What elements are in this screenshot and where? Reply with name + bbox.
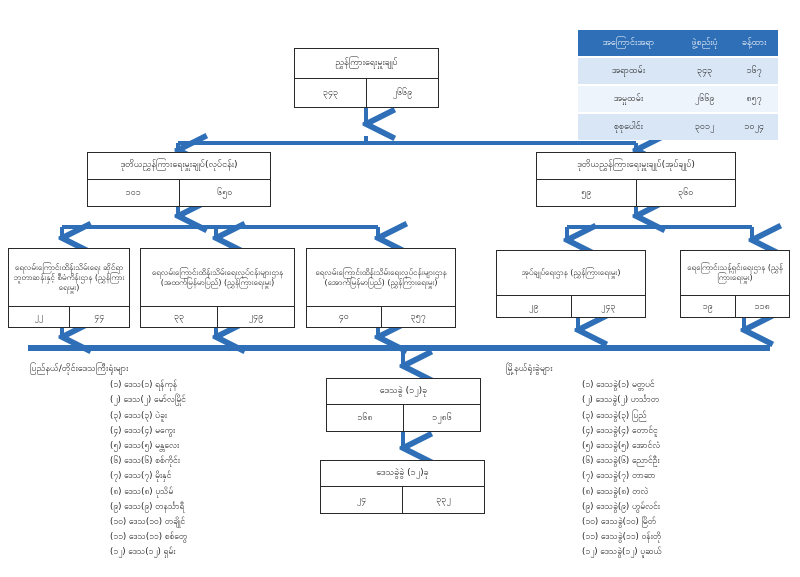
- box-title: ရေလမ်းကြောင်းထိန်းသိမ်းရေး ဆိုင်ရာ ဘူတာဆ…: [9, 249, 129, 307]
- branch-box: ရေလမ်းကြောင်းထိန်းသိမ်းရေးလုပ်ငန်းများဌာ…: [140, 248, 295, 328]
- box-title: အုပ်ချုပ်ရေးဌာန (ညွှန်ကြားရေးမှူး): [497, 251, 645, 296]
- table-header: ဖွဲ့စည်းပုံ: [678, 30, 731, 57]
- branch-box: ရေကြောင်းသန့်ရှင်းရေးဌာန (ညွှန်ကြားရေးမှ…: [680, 250, 790, 318]
- officer-count: ၂၂: [34, 312, 44, 322]
- list-item: (၃) ဒေသ(၃) ပဲခူး: [110, 410, 167, 421]
- deputy-dg-admin-box: ဒုတိယညွှန်ကြားရေးမှူးချုပ်(အုပ်ချုပ်) ၅၉…: [536, 152, 736, 207]
- table-row: အရာထမ်း ၃၄၃ ၁၆၇: [578, 56, 778, 85]
- list-item: (၉) ဒေသ(၉) တနင်္သာရီ: [110, 501, 185, 512]
- list-item: (၅) ဒေသခွဲ(၅) အောင်လံ: [582, 441, 661, 452]
- table-cell: အရာထမ်း: [578, 56, 679, 85]
- box-title: ဒုတိယညွှန်ကြားရေးမှူးချုပ်(လုပ်ငန်း): [88, 153, 270, 180]
- list-heading: ပြည်နယ်/တိုင်းဒေသကြီးရုံးများ: [30, 364, 129, 374]
- table-cell: ၃၄၃: [678, 56, 731, 85]
- table-cell: ၈၅၇: [730, 84, 778, 113]
- staff-count: ၃၆၀: [635, 180, 736, 207]
- township-offices-list: မြို့နယ်ရုံးခွဲများ (၁) ဒေသခွဲ(၁) မတ္တပင…: [506, 362, 662, 561]
- subdivision-box: ဒေသခွဲခွဲ (၁၂)ခု ၂၄ ၃၃၂: [320, 460, 485, 514]
- officer-count: ၂၄: [356, 495, 367, 505]
- list-item: (၂) ဒေသခွဲ(၂) ဟင်္သာတ: [582, 395, 660, 406]
- staff-count: ၆၅၀: [178, 180, 271, 207]
- table-cell: ၃၀၁၂: [678, 112, 731, 140]
- table-row: စုစုပေါင်း ၃၀၁၂ ၁၀၂၄: [578, 112, 778, 140]
- list-item: (၆) ဒေသခွဲ(၆) ညောင်ဦး: [582, 456, 660, 467]
- list-item: (၆) ဒေသ(၆) စစ်ကိုင်း: [110, 456, 180, 467]
- table-header-row: အကြောင်းအရာ ဖွဲ့စည်းပုံ ခန့်ထား: [578, 30, 778, 57]
- list-item: (၈) ဒေသခွဲ(၈) တလဲ: [582, 486, 649, 497]
- list-item: (၁၀) ဒေသခွဲ(၁၀) မြိတ်: [582, 517, 657, 528]
- box-title: ဒုတိယညွှန်ကြားရေးမှူးချုပ်(အုပ်ချုပ်): [537, 153, 735, 180]
- list-item: (၈) ဒေသ(၈) ပုသိမ်: [110, 486, 174, 497]
- officer-count: ၁၉: [702, 301, 713, 312]
- staff-count: ၂၄၃: [570, 296, 646, 318]
- deputy-dg-operations-box: ဒုတိယညွှန်ကြားရေးမှူးချုပ်(လုပ်ငန်း) ၁၀၁…: [87, 152, 271, 207]
- officer-count: ၁၆၈: [357, 413, 373, 423]
- regional-offices-list: ပြည်နယ်/တိုင်းဒေသကြီးရုံးများ (၁) ဒေသ(၁)…: [30, 362, 187, 561]
- table-cell: ၂၆၆၉: [678, 84, 731, 113]
- horizontal-bar: [28, 345, 770, 351]
- director-general-box: ညွှန်ကြားရေးမှူးချုပ် ၃၄၃ ၂၆၆၉: [294, 48, 439, 108]
- table-header: ခန့်ထား: [730, 30, 778, 57]
- officer-count: ၅၉: [581, 188, 592, 198]
- officer-count: ၄၀: [338, 312, 349, 322]
- box-title: ဒေသခွဲ (၁၂)ခု: [327, 379, 480, 405]
- officer-count: ၁၀၁: [125, 188, 141, 198]
- branch-box: အုပ်ချုပ်ရေးဌာန (ညွှန်ကြားရေးမှူး) ၂၉ ၂၄…: [496, 250, 646, 318]
- branch-box: ရေလမ်းကြောင်းထိန်းသိမ်းရေးလုပ်ငန်းများဌာ…: [306, 248, 456, 328]
- list-item: (၇) ဒေသ(၇) မိုးနှင်: [110, 471, 172, 482]
- list-item: (၅) ဒေသ(၅) မန္တလေး: [110, 441, 180, 452]
- box-title: ရေလမ်းကြောင်းထိန်းသိမ်းရေးလုပ်ငန်းများဌာ…: [307, 249, 455, 307]
- table-header: အကြောင်းအရာ: [578, 30, 679, 57]
- list-item: (၂) ဒေသ(၂) မော်လမြိုင်: [110, 395, 186, 406]
- list-item: (၁) ဒေသ(၁) ရန်ကုန်: [110, 380, 178, 391]
- list-item: (၃) ဒေသခွဲ(၃) ပြည်: [582, 410, 647, 421]
- list-item: (၉) ဒေသခွဲ(၉) ဟွမ်လင်း: [582, 501, 660, 512]
- list-item: (၁၂) ဒေသ(၁၂) ရှမ်း: [110, 547, 176, 558]
- staff-count: ၂၄၉: [217, 307, 294, 328]
- box-title: ရေလမ်းကြောင်းထိန်းသိမ်းရေးလုပ်ငန်းများဌာ…: [141, 249, 294, 307]
- box-title: ရေကြောင်းသန့်ရှင်းရေးဌာန (ညွှန်ကြားရေးမှ…: [681, 251, 789, 296]
- box-title: ညွှန်ကြားရေးမှူးချုပ်: [295, 49, 438, 79]
- table-cell: အမှုထမ်း: [578, 84, 679, 113]
- staff-count: ၂၆၆၉: [366, 79, 438, 108]
- table-row: အမှုထမ်း ၂၆၆၉ ၈၅၇: [578, 84, 778, 113]
- list-item: (၁) ဒေသခွဲ(၁) မတ္တပင်: [582, 380, 655, 391]
- list-item: (၁၂) ဒေသခွဲ(၁၂) ပူဆယ်: [582, 547, 662, 558]
- list-heading: မြို့နယ်ရုံးခွဲများ: [506, 364, 553, 374]
- division-box: ဒေသခွဲ (၁၂)ခု ၁၆၈ ၁၂၈၆: [326, 378, 481, 432]
- list-item: (၄) ဒေသ(၄) မကွေး: [110, 425, 176, 436]
- table-cell: ၁၀၂၄: [730, 112, 778, 140]
- branch-box: ရေလမ်းကြောင်းထိန်းသိမ်းရေး ဆိုင်ရာ ဘူတာဆ…: [8, 248, 130, 328]
- table-cell: ၁၆၇: [730, 56, 778, 85]
- staff-count: ၃၅၇: [380, 307, 456, 328]
- staff-summary-table: အကြောင်းအရာ ဖွဲ့စည်းပုံ ခန့်ထား အရာထမ်း …: [578, 30, 778, 140]
- staff-count: ၄၄: [68, 307, 130, 328]
- list-item: (၁၀) ဒေသ(၁၀) တချိုင်: [110, 517, 186, 528]
- list-item: (၄) ဒေသခွဲ(၄) တောင်ငူ: [582, 425, 658, 436]
- officer-count: ၂၉: [529, 301, 539, 312]
- box-title: ဒေသခွဲခွဲ (၁၂)ခု: [321, 461, 484, 487]
- officer-count: ၃၃: [173, 312, 185, 322]
- staff-count: ၃၃၂: [402, 487, 484, 514]
- officer-count: ၃၄၃: [322, 88, 339, 98]
- list-item: (၁၁) ဒေသခွဲ(၁၁) ဝန်းတို: [582, 532, 662, 543]
- staff-count: ၁၁၈: [734, 296, 790, 318]
- staff-count: ၁၂၈၆: [403, 405, 480, 432]
- list-item: (၇) ဒေသခွဲ(၇) တာဆာ: [582, 471, 656, 482]
- list-item: (၁၁) ဒေသ(၁၁) စစ်တွေ: [110, 532, 188, 543]
- table-cell: စုစုပေါင်း: [578, 112, 679, 140]
